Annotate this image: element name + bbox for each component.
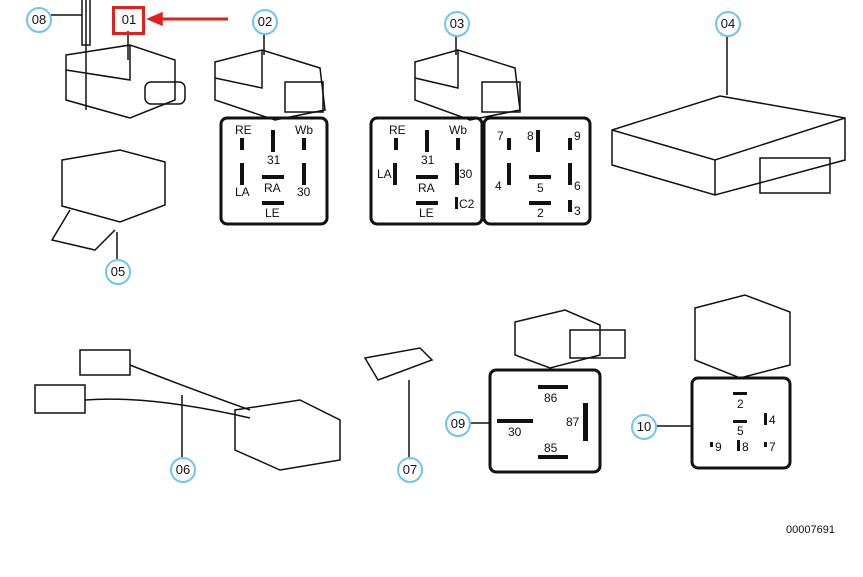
pin-label: 5 <box>537 181 544 195</box>
pin-label: 8 <box>742 440 749 454</box>
pin-label: 2 <box>737 397 744 411</box>
pin-label: LE <box>265 206 280 220</box>
screw-shape <box>81 0 91 46</box>
pin-label: C2 <box>459 197 475 211</box>
part-05 <box>61 149 166 223</box>
pin-label: 9 <box>574 129 581 143</box>
pin-bars <box>240 130 767 459</box>
pin-label: RA <box>418 181 435 195</box>
pin-label: 31 <box>421 153 435 167</box>
pinbox-10 <box>690 376 792 470</box>
pin-label: 8 <box>527 129 534 143</box>
pin-label: 4 <box>495 179 502 193</box>
arrow-head <box>146 11 163 27</box>
pin-label: 6 <box>574 179 581 193</box>
callout-01[interactable]: 01 <box>121 12 137 27</box>
pin-label: RA <box>264 181 281 195</box>
part-04 <box>611 95 846 196</box>
pinbox-03b <box>482 116 592 226</box>
part-01 <box>65 44 176 119</box>
pinbox-02 <box>219 116 329 226</box>
pin-label: 85 <box>544 441 558 455</box>
diagram-reference-number: 00007691 <box>786 524 835 536</box>
part-09 <box>514 309 601 369</box>
pin-label: 4 <box>769 413 776 427</box>
part-03 <box>414 49 521 121</box>
pin-label: 30 <box>508 425 522 439</box>
pin-label: 30 <box>459 167 473 181</box>
pin-label: 3 <box>574 204 581 218</box>
callout-05[interactable]: 05 <box>105 259 131 285</box>
part-06-relay <box>234 399 341 471</box>
callout-08[interactable]: 08 <box>26 7 52 33</box>
pinbox-09 <box>488 368 602 474</box>
pin-label: LE <box>419 206 434 220</box>
callout-04[interactable]: 04 <box>715 11 741 37</box>
pin-label: 30 <box>297 185 311 199</box>
pin-label: RE <box>389 123 406 137</box>
pin-label: 2 <box>537 206 544 220</box>
part-02 <box>214 49 326 121</box>
pin-label: 31 <box>267 153 281 167</box>
highlight-box-01 <box>112 6 145 35</box>
part-07 <box>363 347 434 381</box>
callout-06[interactable]: 06 <box>170 457 196 483</box>
pin-label: 87 <box>566 415 580 429</box>
pin-label: 9 <box>715 440 722 454</box>
pin-label: Wb <box>449 123 467 137</box>
part-06-connector-a <box>79 349 131 376</box>
pin-label: 5 <box>737 424 744 438</box>
pinbox-03a <box>369 116 484 226</box>
callout-09[interactable]: 09 <box>445 411 471 437</box>
callout-10[interactable]: 10 <box>631 414 657 440</box>
pin-label: RE <box>235 123 252 137</box>
pin-label: 86 <box>544 391 558 405</box>
pin-label: 7 <box>497 129 504 143</box>
part-06-connector-b <box>34 384 86 414</box>
callout-02[interactable]: 02 <box>252 9 278 35</box>
part-10 <box>694 294 791 379</box>
pin-label: 7 <box>769 440 776 454</box>
pin-label: LA <box>235 185 250 199</box>
callout-07[interactable]: 07 <box>397 457 423 483</box>
pin-label: Wb <box>295 123 313 137</box>
pin-label: LA <box>377 167 392 181</box>
callout-03[interactable]: 03 <box>444 11 470 37</box>
